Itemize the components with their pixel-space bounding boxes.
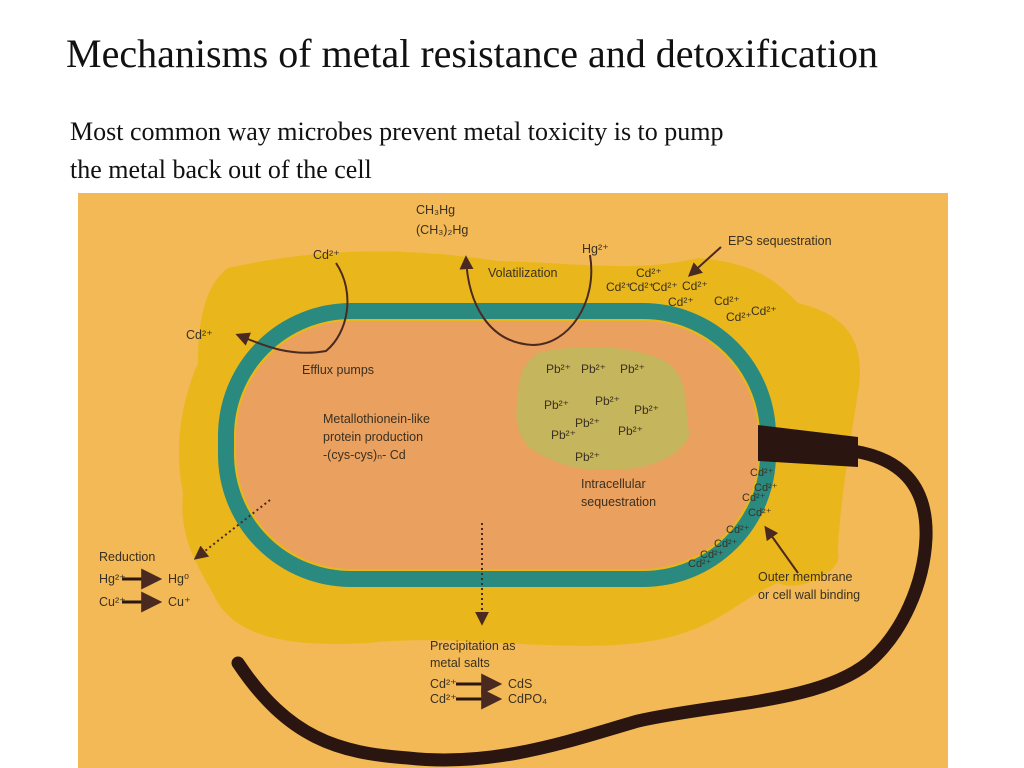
eps-cd-ion: Cd²⁺ xyxy=(636,266,662,280)
eps-cd-ion: Cd²⁺ xyxy=(668,295,694,309)
wall-cd-ion: Cd²⁺ xyxy=(748,507,772,519)
cu-from-label: Cu²⁺ xyxy=(99,595,126,609)
eps-cd-ion: Cd²⁺ xyxy=(714,294,740,308)
precipitation-label-1: Precipitation as xyxy=(430,639,515,653)
eps-cd-ion: Cd²⁺ xyxy=(682,279,708,293)
slide-subtitle: Most common way microbes prevent metal t… xyxy=(70,113,950,189)
cu-to-label: Cu⁺ xyxy=(168,595,191,609)
eps-cd-ion: Cd²⁺ xyxy=(629,280,655,294)
pb-ion: Pb²⁺ xyxy=(618,424,643,438)
hg-top-label: Hg²⁺ xyxy=(582,242,609,256)
wall-cd-ion: Cd²⁺ xyxy=(714,538,738,550)
wall-cd-ion: Cd²⁺ xyxy=(742,492,766,504)
wall-cd-ion: Cd²⁺ xyxy=(726,524,750,536)
hg-from-label: Hg²⁺ xyxy=(99,572,126,586)
pb-ion: Pb²⁺ xyxy=(581,362,606,376)
metallo-label-3: -(cys-cys)ₙ- Cd xyxy=(323,448,406,462)
precipitation-label-2: metal salts xyxy=(430,656,490,670)
pb-ion: Pb²⁺ xyxy=(620,362,645,376)
pb-ion: Pb²⁺ xyxy=(575,416,600,430)
intracellular-label-1: Intracellular xyxy=(581,477,646,491)
volatilization-path xyxy=(459,254,593,347)
pb-ion: Pb²⁺ xyxy=(546,362,571,376)
metallo-label-2: protein production xyxy=(323,430,423,444)
cd-left-label: Cd²⁺ xyxy=(186,328,213,342)
hg-to-label: Hg⁰ xyxy=(168,572,189,586)
wall-cd-ion: Cd²⁺ xyxy=(750,467,774,479)
pb-ion: Pb²⁺ xyxy=(634,403,659,417)
wall-cd-ions: Cd²⁺ Cd²⁺ Cd²⁺ Cd²⁺ Cd²⁺ Cd²⁺ Cd²⁺ Cd²⁺ xyxy=(688,467,778,570)
pb-ion: Pb²⁺ xyxy=(595,394,620,408)
eps-cd-ion: Cd²⁺ xyxy=(751,304,777,318)
efflux-label: Efflux pumps xyxy=(302,363,374,377)
ch32hg-label: (CH₃)₂Hg xyxy=(416,223,468,237)
subtitle-line-1: Most common way microbes prevent metal t… xyxy=(70,117,724,146)
volatilization-label: Volatilization xyxy=(488,266,558,280)
intracellular-inclusion xyxy=(516,347,690,471)
wall-cd-ion: Cd²⁺ xyxy=(754,482,778,494)
intracellular-label-2: sequestration xyxy=(581,495,656,509)
cd-top-label: Cd²⁺ xyxy=(313,248,340,262)
flagellum xyxy=(231,444,933,767)
eps-cd-ion: Cd²⁺ xyxy=(726,310,752,324)
wall-cd-ion: Cd²⁺ xyxy=(688,558,712,570)
eps-pointer xyxy=(687,246,722,277)
subtitle-line-2: the metal back out of the cell xyxy=(70,155,372,184)
outer-membrane-label-2: or cell wall binding xyxy=(758,588,860,602)
metallo-label-1: Metallothionein-like xyxy=(323,412,430,426)
cd-precip-from-1: Cd²⁺ xyxy=(430,677,457,691)
pb-ion: Pb²⁺ xyxy=(575,450,600,464)
eps-cd-ion: Cd²⁺ xyxy=(606,280,632,294)
pb-ions: Pb²⁺ Pb²⁺ Pb²⁺ Pb²⁺ Pb²⁺ Pb²⁺ Pb²⁺ Pb²⁺ … xyxy=(544,362,659,464)
eps-cd-ions: Cd²⁺ Cd²⁺ Cd²⁺ Cd²⁺ Cd²⁺ Cd²⁺ Cd²⁺ Cd²⁺ … xyxy=(606,266,777,324)
wall-cd-ion: Cd²⁺ xyxy=(700,549,724,561)
ch3hg-label: CH₃Hg xyxy=(416,203,455,217)
reduction-pointer xyxy=(193,499,271,560)
eps-label: EPS sequestration xyxy=(728,234,832,248)
metal-resistance-diagram: CH₃Hg (CH₃)₂Hg Cd²⁺ Hg²⁺ Volatilization … xyxy=(78,193,948,768)
flagellum-base xyxy=(758,425,858,467)
cds-label: CdS xyxy=(508,677,532,691)
pb-ion: Pb²⁺ xyxy=(544,398,569,412)
eps-cd-ion: Cd²⁺ xyxy=(652,280,678,294)
reduction-label: Reduction xyxy=(99,550,155,564)
cdpo-label: CdPO₄ xyxy=(508,692,547,706)
pb-ion: Pb²⁺ xyxy=(551,428,576,442)
efflux-pump-path xyxy=(235,262,349,354)
outer-membrane-pointer xyxy=(764,525,799,574)
slide-title: Mechanisms of metal resistance and detox… xyxy=(66,31,878,76)
cd-precip-from-2: Cd²⁺ xyxy=(430,692,457,706)
outer-membrane-label-1: Outer membrane xyxy=(758,570,853,584)
